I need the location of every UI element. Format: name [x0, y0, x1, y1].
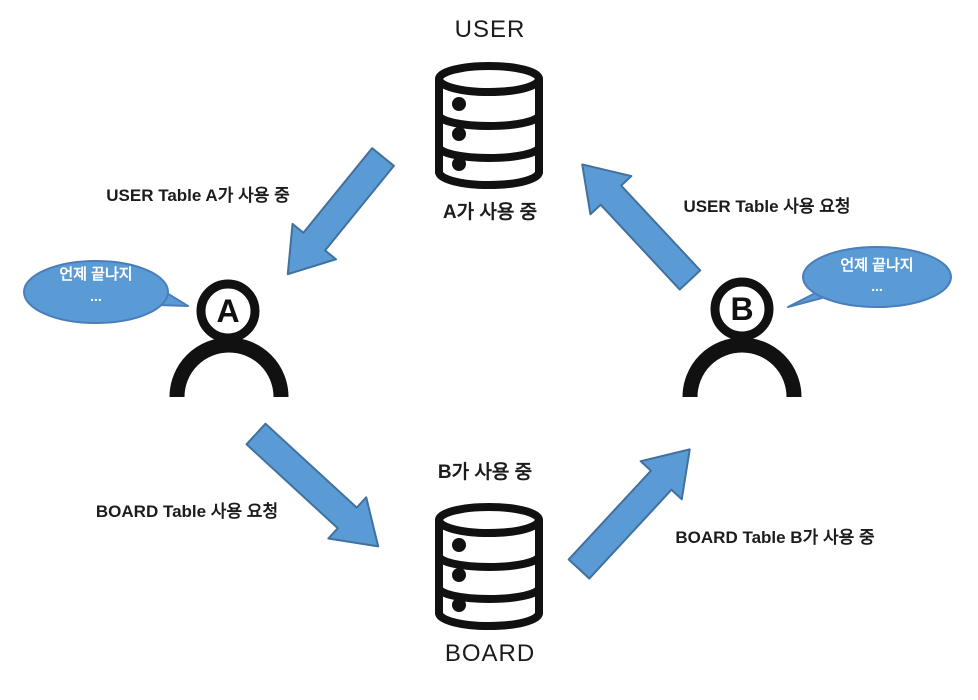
arrow-a-to-board-db-icon — [245, 422, 380, 548]
user-table-status: A가 사용 중 — [442, 202, 538, 223]
arrow-b-to-user-db-icon — [581, 163, 702, 291]
arrow-user-db-to-a-icon — [286, 147, 395, 276]
board-table-status: B가 사용 중 — [437, 462, 533, 483]
arrow-board-db-to-b-icon — [567, 448, 691, 580]
label-arrow-board-db-to-b: BOARD Table B가 사용 중 — [675, 528, 875, 547]
user-database-icon — [435, 62, 543, 189]
label-arrow-a-to-board-db: BOARD Table 사용 요청 — [95, 502, 279, 521]
speech-bubble-a-line2: ... — [90, 288, 102, 304]
speech-bubble-b-icon — [787, 246, 952, 308]
speech-bubble-b-line2: ... — [871, 278, 883, 294]
board-table-title: BOARD — [444, 640, 536, 667]
person-b-icon — [682, 277, 802, 398]
person-b-label: B — [730, 291, 754, 327]
label-arrow-user-db-to-a: USER Table A가 사용 중 — [106, 186, 290, 205]
person-a-label: A — [216, 293, 240, 329]
speech-bubble-b-line1: 언제 끝나지 — [840, 257, 914, 274]
speech-bubble-a-line1: 언제 끝나지 — [59, 266, 133, 283]
board-database-icon — [435, 503, 543, 630]
person-a-icon — [169, 279, 289, 398]
speech-bubble-a-icon — [23, 260, 189, 324]
label-arrow-b-to-user-db: USER Table 사용 요청 — [683, 197, 851, 216]
user-table-title: USER — [454, 16, 526, 43]
